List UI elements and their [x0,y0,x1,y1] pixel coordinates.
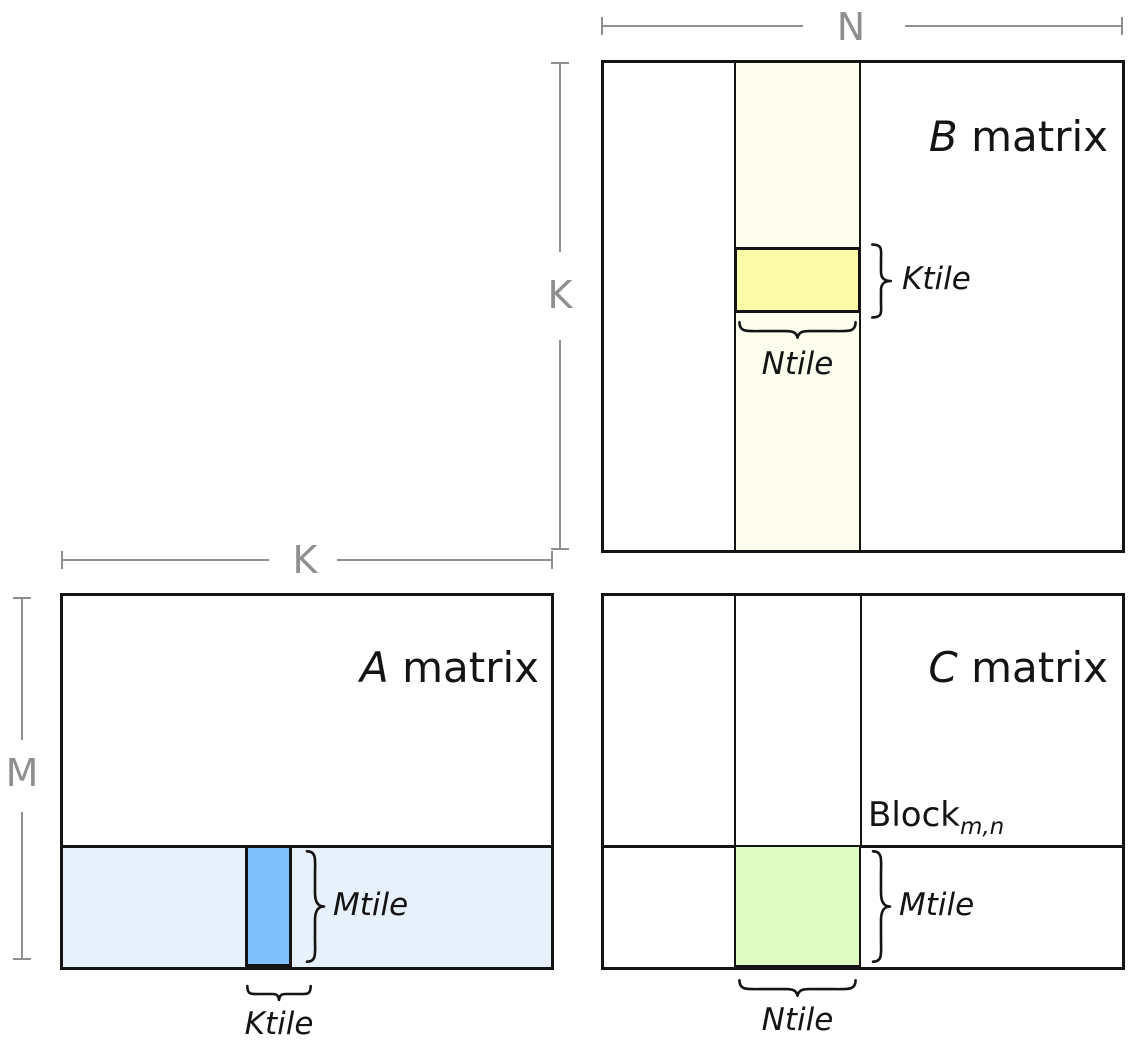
a-matrix: A matrix [60,593,554,970]
dim-n-label: N [836,5,866,49]
b-ktile-label: Ktile [902,261,971,297]
c-row-divider-line [604,845,1122,848]
dim-k-top-left-segment [61,559,269,561]
a-matrix-title-letter: A [360,643,389,693]
dim-k-left-label: K [547,273,573,317]
dim-k-top-right-tick [551,551,553,569]
c-ntile-brace [737,977,858,999]
b-matrix-title-word: matrix [957,112,1108,162]
dim-n-left-segment [601,25,803,27]
c-block-label: Blockm,n [868,798,1004,839]
c-mtile-ntile-tile [734,845,861,967]
dim-k-top-label: K [292,538,318,582]
c-mtile-label: Mtile [899,887,975,923]
c-column-line-left [734,596,736,848]
c-matrix: C matrix Blockm,n [601,593,1125,970]
b-ktile-ntile-tile [734,247,861,313]
a-mtile-brace [303,849,327,964]
c-matrix-title: C matrix [848,602,1108,734]
dim-n-right-tick [1121,17,1123,35]
dim-k-left-bottom-tick [551,548,569,550]
b-ntile-brace [737,319,858,341]
a-matrix-title: A matrix [280,602,539,734]
dim-k-left-bottom-segment [559,340,561,550]
a-matrix-title-word: matrix [388,643,539,693]
b-ktile-brace [868,243,894,319]
dim-m-bottom-tick [13,958,31,960]
b-matrix-title: B matrix [849,71,1108,203]
a-mtile-ktile-tile [245,845,292,967]
c-block-label-subscript: m,n [959,813,1005,840]
a-ktile-brace [246,983,312,1003]
b-matrix: B matrix [601,60,1125,553]
dim-m-top-segment [21,597,23,740]
a-ktile-label: Ktile [244,1006,314,1042]
a-mtile-label: Mtile [333,887,409,923]
c-matrix-title-letter: C [928,643,958,693]
a-mtile-row [63,845,551,967]
dim-n-right-segment [905,25,1123,27]
dim-k-top-right-segment [337,559,553,561]
b-matrix-title-letter: B [928,112,958,162]
dim-m-bottom-segment [21,812,23,960]
c-mtile-brace [869,849,893,964]
c-matrix-title-word: matrix [957,643,1108,693]
c-block-label-base: Block [868,795,960,835]
dim-k-left-top-segment [559,62,561,252]
dim-m-label: M [5,751,39,795]
c-column-line-right [860,596,862,848]
c-ntile-label: Ntile [761,1002,834,1038]
b-ntile-label: Ntile [761,346,834,382]
